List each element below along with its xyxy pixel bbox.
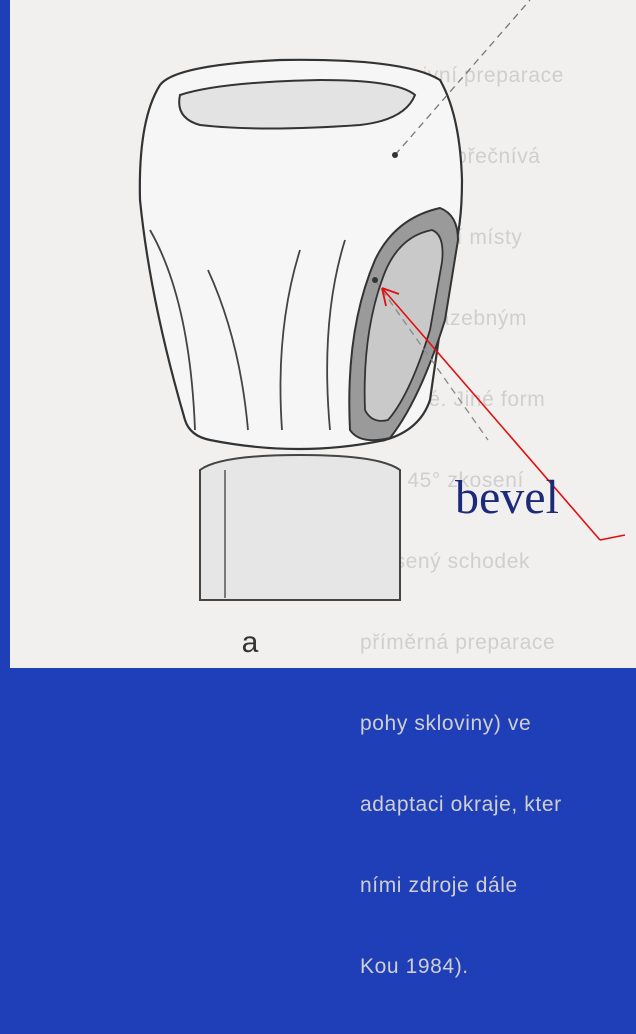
tooth-diagram [0, 0, 636, 668]
slide: Adhezivní preparace je malým přečnívá po… [0, 0, 636, 668]
background-text-line: Kou 1984). [360, 953, 630, 980]
incisal-cavity [179, 80, 415, 129]
bevel-label: bevel [455, 470, 559, 526]
annotation-arrow-line-lower [600, 535, 625, 540]
background-text-line: ními zdroje dále [360, 872, 630, 899]
marker-dot-bevel [372, 277, 378, 283]
figure-caption: a [230, 626, 270, 660]
background-text-line: adaptaci okraje, kter [360, 791, 630, 818]
marker-dot-upper [392, 152, 398, 158]
tooth-root [200, 455, 400, 600]
background-text-line: pohy skloviny) ve [360, 710, 630, 737]
